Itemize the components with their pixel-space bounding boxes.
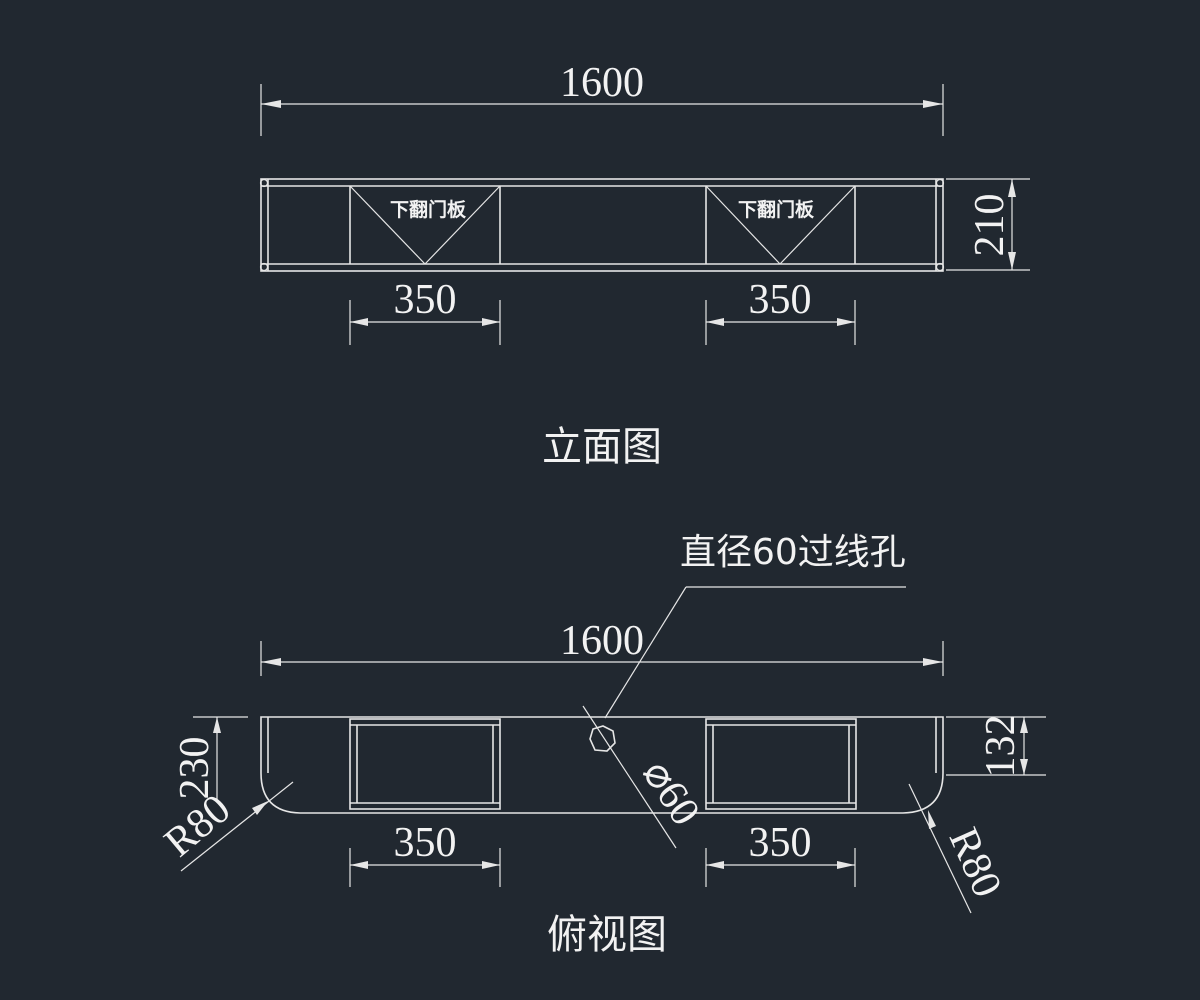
plan-depth-right-dimension: 132 — [946, 715, 1046, 778]
elevation-door-left-width: 350 — [394, 277, 457, 323]
elevation-door-left: 下翻门板 — [349, 185, 501, 265]
plan-compartment-right-width: 350 — [749, 820, 812, 866]
plan-compartment-left-width: 350 — [394, 820, 457, 866]
plan-compartment-right — [705, 718, 857, 810]
plan-cabinet-body — [260, 716, 944, 814]
elevation-overall-width: 1600 — [560, 60, 644, 106]
elevation-cabinet-body — [259, 178, 945, 272]
plan-compartment-right-dimension: 350 — [705, 820, 856, 887]
plan-radius-right-label: R80 — [940, 821, 1011, 904]
elevation-door-left-dimension: 350 — [349, 277, 501, 345]
elevation-door-right-width: 350 — [749, 277, 812, 323]
plan-overall-dimension: 1600 — [260, 618, 944, 676]
elevation-height-dimension: 210 — [946, 178, 1030, 271]
plan-view: 直径60过线孔 1600 — [156, 532, 1046, 958]
elevation-door-right-dimension: 350 — [705, 277, 856, 345]
plan-compartment-left-dimension: 350 — [349, 820, 501, 887]
door-label-right: 下翻门板 — [738, 198, 815, 221]
hole-note: 直径60过线孔 — [604, 532, 906, 719]
plan-compartment-left — [349, 718, 501, 810]
plan-overall-width: 1600 — [560, 618, 644, 664]
door-label-left: 下翻门板 — [390, 198, 467, 221]
plan-depth-right: 132 — [978, 715, 1024, 778]
cable-hole: ⌀60 — [582, 705, 709, 849]
elevation-door-right: 下翻门板 — [705, 185, 856, 265]
plan-radius-left-label: R80 — [156, 786, 239, 866]
elevation-title: 立面图 — [542, 424, 662, 470]
plan-radius-right: R80 — [908, 783, 1011, 914]
plan-title: 俯视图 — [547, 912, 667, 958]
elevation-overall-dimension: 1600 — [260, 60, 944, 136]
hole-note-text: 直径60过线孔 — [680, 532, 906, 573]
elevation-height: 210 — [967, 194, 1013, 257]
elevation-view: 1600 下翻门板 下翻门板 — [259, 60, 1030, 470]
hole-diameter: ⌀60 — [633, 752, 708, 833]
plan-depth-left-dimension: 230 — [172, 716, 248, 800]
plan-depth-left: 230 — [172, 737, 218, 800]
